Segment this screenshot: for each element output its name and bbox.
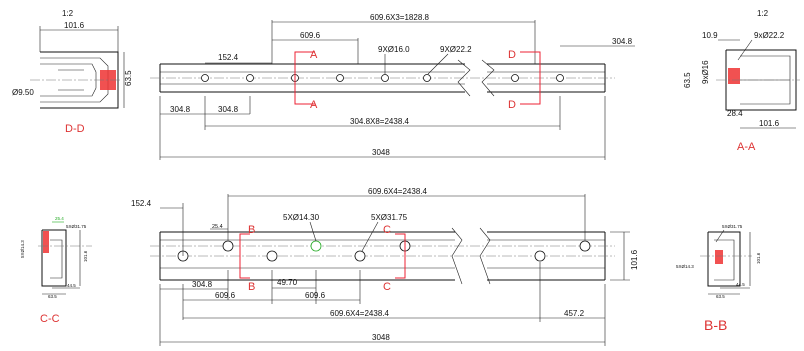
top-hole-small: 9XØ16.0: [378, 45, 410, 54]
bottom-length: 3048: [372, 333, 390, 342]
top-mid-span: 304.8X8=2438.4: [350, 117, 409, 126]
bb-width-b: 44.5: [736, 282, 745, 287]
top-start-a: 304.8: [170, 105, 191, 114]
bottom-hole-small: 5XØ14.30: [283, 213, 320, 222]
top-elevation-view: 609.6X3=1828.8 609.6 152.4 9XØ16.0 9XØ22…: [150, 13, 635, 160]
cc-counterbore: 5XØ31.75: [66, 224, 87, 229]
bottom-lower-spacing: 609.6X4=2438.4: [330, 309, 389, 318]
cc-width-b: 44.5: [67, 283, 76, 288]
top-total-spacing: 609.6X3=1828.8: [370, 13, 429, 22]
bottom-elevation-view: 152.4 609.6X4=2438.4 25.4 5XØ14.30 5XØ31…: [131, 187, 639, 346]
aa-hole: 9xØ16: [701, 60, 710, 84]
aa-counterbore: 9xØ22.2: [754, 31, 785, 40]
bottom-end-right: 457.2: [564, 309, 585, 318]
aa-scale: 1:2: [757, 9, 769, 18]
bb-width-a: 63.5: [716, 294, 725, 299]
aa-height: 63.5: [683, 72, 692, 88]
section-view-dd: 1:2 101.6 63.5 Ø9.50 D-D: [12, 9, 133, 135]
bottom-section-b-lower: B: [248, 281, 255, 293]
top-end-offset-right: 304.8: [612, 37, 633, 46]
bottom-section-c-lower: C: [383, 281, 391, 293]
top-pitch: 609.6: [300, 31, 321, 40]
cc-hole: 5XØ14.3: [20, 240, 25, 258]
dd-scale: 1:2: [62, 9, 74, 18]
bb-counterbore: 5XØ31.75: [722, 224, 743, 229]
top-section-a-upper: A: [310, 49, 318, 61]
bottom-section-c-upper: C: [383, 224, 391, 236]
bb-hole: 5XØ14.3: [676, 264, 694, 269]
dd-label: D-D: [65, 123, 85, 135]
dd-width: 101.6: [64, 21, 85, 30]
bottom-end-offset: 152.4: [131, 199, 152, 208]
top-section-a-lower: A: [310, 99, 318, 111]
top-end-offset: 152.4: [218, 53, 239, 62]
cc-top-dim: 25.4: [55, 216, 64, 221]
top-length: 3048: [372, 148, 390, 157]
cc-height: 101.6: [83, 250, 88, 262]
aa-depth: 28.4: [727, 109, 743, 118]
top-start-b: 304.8: [218, 105, 239, 114]
bottom-width: 101.6: [630, 249, 639, 270]
bb-height: 101.6: [756, 252, 761, 264]
bottom-pitch-a: 609.6: [215, 291, 236, 300]
bottom-gap: 49.70: [277, 278, 298, 287]
bottom-section-b-upper: B: [248, 224, 255, 236]
bottom-pitch-b: 609.6: [305, 291, 326, 300]
top-section-d-lower: D: [508, 99, 516, 111]
section-view-cc: 25.4 5XØ31.75 5XØ14.3 101.6 63.5 44.5 C-…: [20, 216, 92, 325]
aa-label: A-A: [737, 141, 756, 153]
bottom-total-spacing: 609.6X4=2438.4: [368, 187, 427, 196]
bottom-start: 304.8: [192, 280, 213, 289]
top-section-d-upper: D: [508, 49, 516, 61]
cc-label: C-C: [40, 313, 60, 325]
dd-height: 63.5: [124, 70, 133, 86]
cc-width-a: 63.5: [48, 294, 57, 299]
bottom-small-offset: 25.4: [212, 224, 223, 230]
bottom-hole-large: 5XØ31.75: [371, 213, 408, 222]
aa-width: 101.6: [759, 119, 780, 128]
top-hole-large: 9XØ22.2: [440, 45, 472, 54]
dd-bore: Ø9.50: [12, 88, 34, 97]
section-view-aa: 1:2 10.9 9xØ22.2 63.5 9xØ16 28.4 101.6 A…: [683, 9, 800, 153]
bb-label: B-B: [704, 317, 727, 333]
section-view-bb: 5XØ31.75 5XØ14.3 101.6 63.5 44.5 B-B: [676, 224, 761, 333]
aa-offset: 10.9: [702, 31, 718, 40]
